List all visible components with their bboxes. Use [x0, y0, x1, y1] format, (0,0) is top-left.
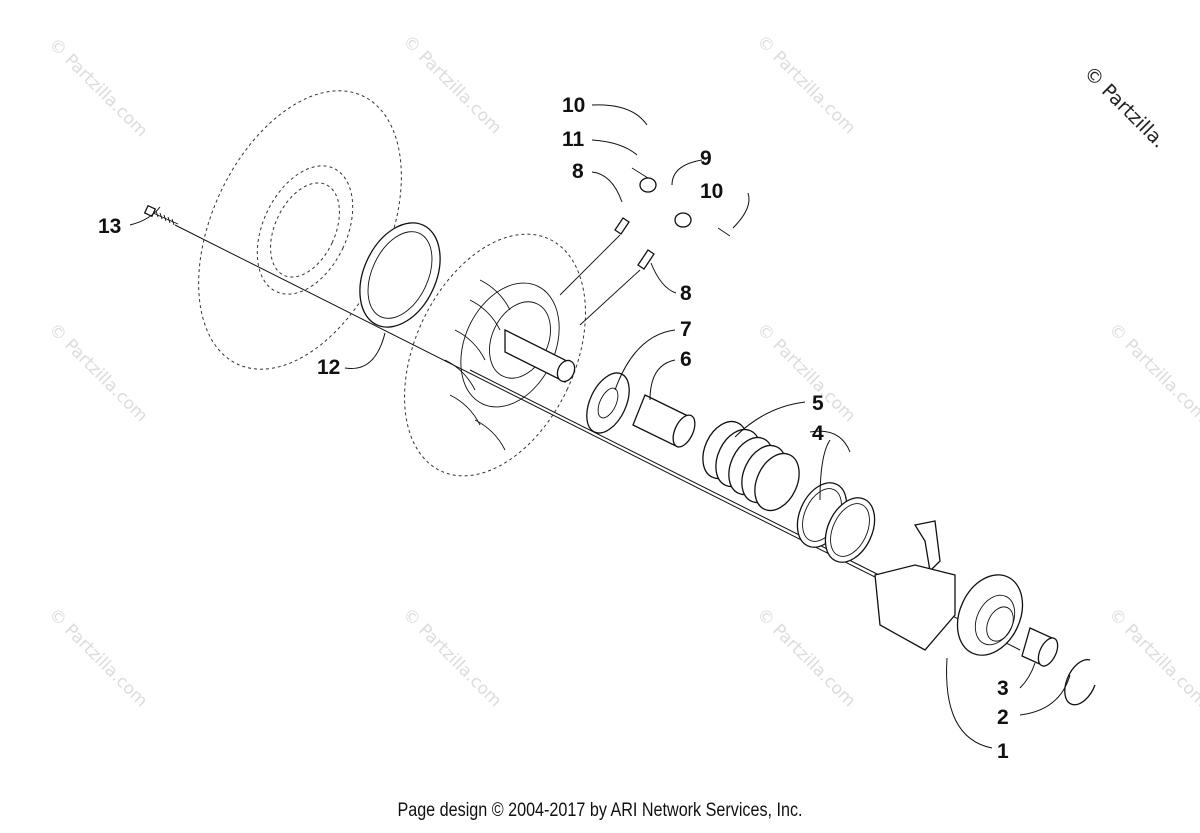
- pin-lower-part: [637, 249, 655, 270]
- callout-9: 9: [700, 147, 712, 170]
- callout-10-lower: 10: [700, 180, 723, 203]
- ring-pair-part: [796, 482, 876, 563]
- callout-5: 5: [812, 392, 824, 415]
- callout-12: 12: [317, 356, 340, 379]
- bolt-part: [143, 204, 179, 226]
- bushing-part: [632, 394, 696, 448]
- pin-upper-part: [614, 217, 630, 235]
- page-footer: Page design © 2004-2017 by ARI Network S…: [397, 800, 803, 821]
- gasket-part: [359, 222, 441, 328]
- watermark: © Partzilla.com: [752, 319, 859, 426]
- callout-2: 2: [997, 706, 1009, 729]
- leader-lines: [129, 104, 1071, 749]
- callout-4: 4: [812, 422, 824, 445]
- callout-11: 11: [562, 128, 585, 151]
- cotter-pin-upper-part: [631, 167, 649, 179]
- callout-6: 6: [680, 348, 692, 371]
- bearing-part: [1021, 627, 1059, 667]
- watermark: © Partzilla.com: [752, 31, 859, 138]
- snap-ring-part: [1064, 659, 1096, 706]
- watermark: © Partzilla.com: [1104, 319, 1200, 426]
- watermark: © Partzilla.com: [1104, 604, 1200, 711]
- callout-8-upper: 8: [572, 160, 584, 183]
- watermark: © Partzilla.com: [398, 31, 505, 138]
- callout-8-lower: 8: [680, 282, 692, 305]
- nut-lower-part: [674, 212, 692, 228]
- spring-part: [702, 420, 800, 512]
- nut-upper-part: [639, 177, 657, 193]
- callout-10-upper: 10: [562, 94, 585, 117]
- callout-7: 7: [680, 318, 692, 341]
- watermark: © Partzilla.com: [398, 604, 505, 711]
- watermark: © Partzilla.com: [44, 34, 151, 141]
- cam-helix-part: [874, 520, 1024, 656]
- watermark: © Partzilla.com: [44, 319, 151, 426]
- cotter-pin-lower-part: [717, 227, 731, 237]
- watermark: © Partzilla.com: [44, 604, 151, 711]
- watermark: © Partzilla.com: [752, 604, 859, 711]
- pin-leader-axis: [579, 269, 641, 326]
- callout-13: 13: [98, 215, 121, 238]
- pin-leader-axis: [559, 234, 621, 296]
- callout-3: 3: [997, 677, 1009, 700]
- callout-1: 1: [997, 740, 1009, 763]
- callout-labels: 13 12 10 11 8 9 10 8 7 6 5 4 3 2 1: [98, 94, 1009, 763]
- watermark-layer: © Partzilla.com © Partzilla.com © Partzi…: [44, 31, 1200, 711]
- inner-sheave-part: [404, 233, 586, 477]
